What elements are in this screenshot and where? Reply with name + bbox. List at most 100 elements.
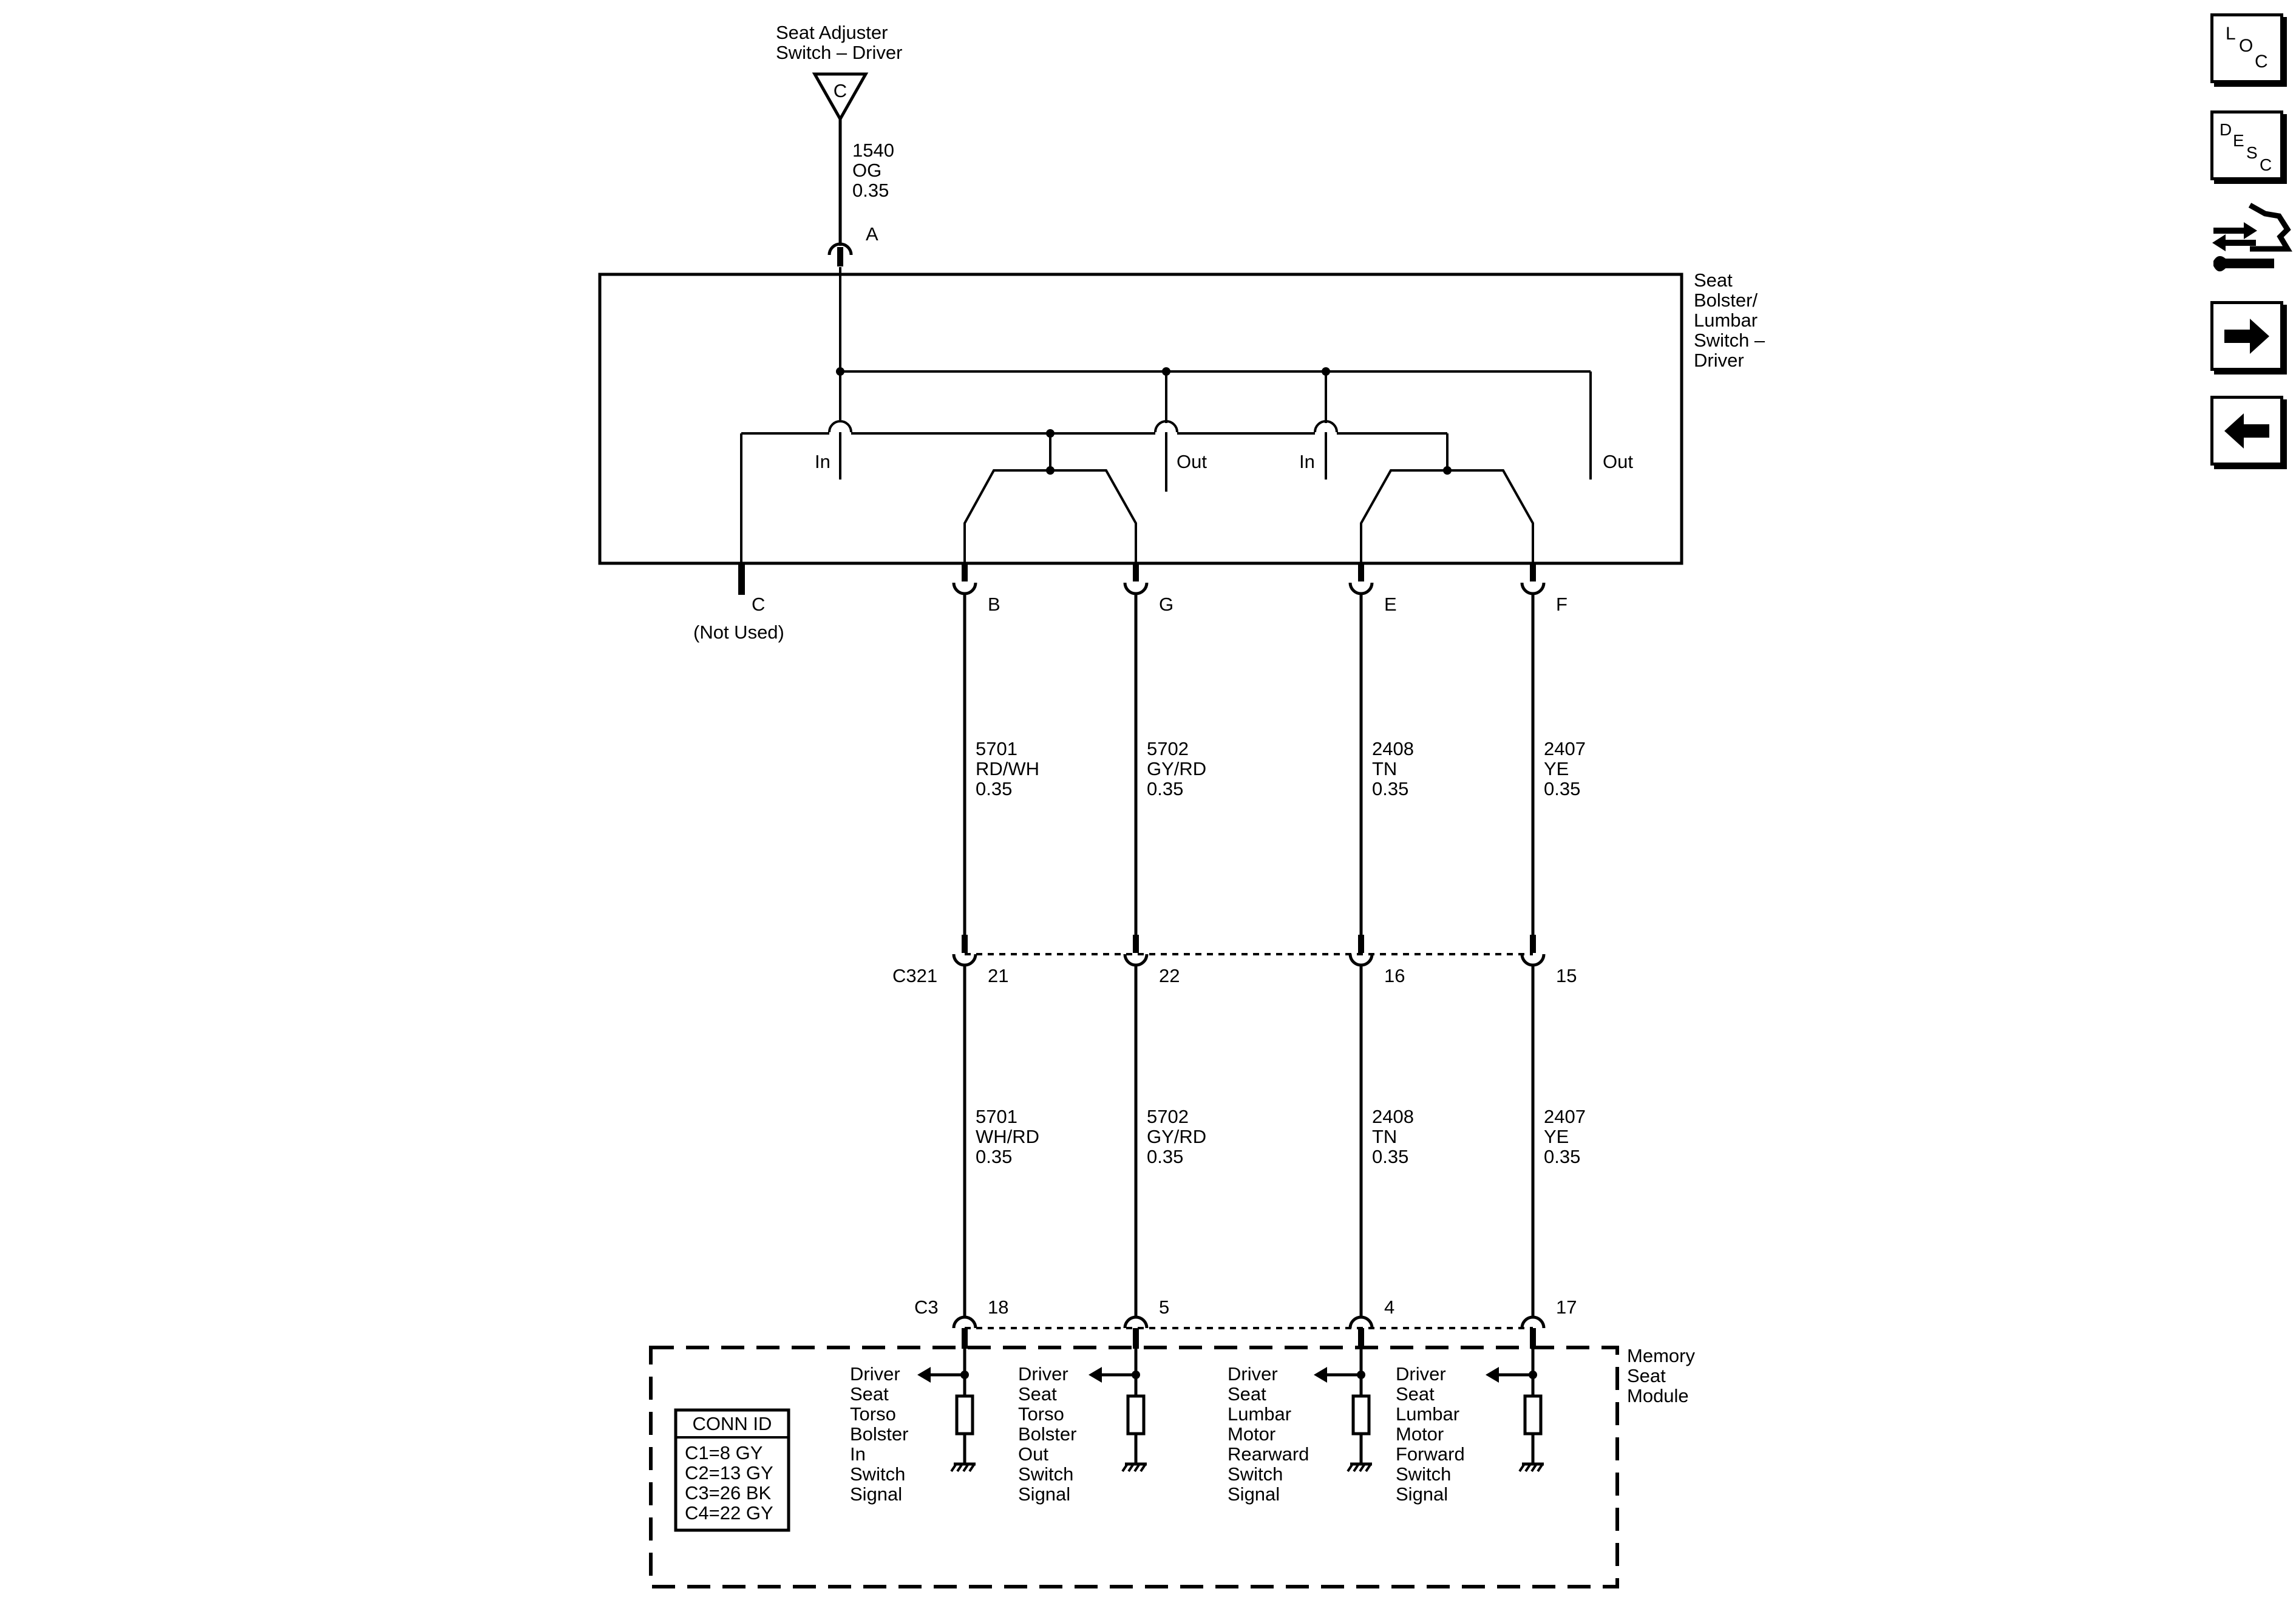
- lower-wire-circuit: 5702: [1147, 1106, 1189, 1127]
- next-button[interactable]: [2210, 301, 2283, 371]
- c3-label: C3: [914, 1297, 939, 1318]
- c321-pin-label: 16: [1384, 965, 1405, 986]
- c321-terminal: [1520, 954, 1546, 967]
- c321-stub: [1133, 935, 1139, 953]
- switch-name-line: Switch –: [1694, 330, 1765, 351]
- pin-a-label: A: [866, 223, 878, 245]
- module-signal-label: Driver: [850, 1363, 900, 1385]
- signal-arrow-icon: [1314, 1367, 1327, 1383]
- feed-wire-gauge: 0.35: [852, 180, 889, 201]
- c321-stub: [962, 935, 968, 953]
- c3-stub: [1358, 1328, 1364, 1349]
- switch-internal-wiring: [740, 267, 1592, 564]
- switch-pin-label: E: [1384, 594, 1397, 615]
- desc-button[interactable]: D E S C: [2210, 110, 2283, 180]
- loc-letter: L: [2226, 24, 2236, 44]
- switch-pin-terminal: [1123, 582, 1149, 595]
- module-name-line: Seat: [1627, 1365, 1666, 1386]
- switch-name-line: Bolster/: [1694, 290, 1758, 311]
- switch-pin-terminal: [952, 582, 977, 595]
- contact-in-2: In: [1299, 451, 1315, 472]
- resistor-icon: [1351, 1394, 1371, 1436]
- switch-name-line: Lumbar: [1694, 310, 1758, 331]
- switch-pin-terminal: [1520, 582, 1546, 595]
- c321-label: C321: [892, 965, 937, 986]
- lower-wire-gauge: 0.35: [976, 1146, 1012, 1167]
- pin-stub: [1358, 563, 1364, 581]
- module-signal-label: Switch: [1228, 1463, 1283, 1485]
- contact-in-1: In: [815, 451, 830, 472]
- module-signal-label: Switch: [1396, 1463, 1451, 1485]
- module-signal-label: Seat: [1396, 1383, 1435, 1405]
- seat-adjuster-label-line1: Seat Adjuster: [776, 22, 888, 43]
- arrow-left-icon: [2224, 413, 2269, 449]
- lower-wire-color: WH/RD: [976, 1126, 1039, 1147]
- ground-hatch: [1537, 1463, 1544, 1473]
- lower-wire-gauge: 0.35: [1147, 1146, 1183, 1167]
- module-signal-label: Bolster: [850, 1423, 908, 1445]
- ground-hatch: [962, 1463, 970, 1473]
- desc-letter: C: [2260, 155, 2272, 174]
- ground-hatch: [1127, 1463, 1135, 1473]
- feed-wire-circuit: 1540: [852, 140, 894, 161]
- c3-stub: [962, 1328, 968, 1349]
- c3-terminal: [1348, 1315, 1374, 1329]
- lower-wire-circuit: 2407: [1544, 1106, 1586, 1127]
- circuits: B5701RD/WH0.35215701WH/RD0.3518DriverSea…: [850, 563, 1586, 1505]
- ground-hatch: [1353, 1463, 1360, 1473]
- module-signal-label: Seat: [850, 1383, 889, 1405]
- c321-stub: [1530, 935, 1536, 953]
- signal-arrow-icon: [1486, 1367, 1499, 1383]
- conn-id-row: C4=22 GY: [685, 1502, 773, 1524]
- connector-end-view-button[interactable]: [2207, 200, 2292, 279]
- switch-pin-label: F: [1556, 594, 1567, 615]
- module-signal-label: Out: [1018, 1443, 1048, 1465]
- c321-stub: [1358, 935, 1364, 953]
- pin-c-label: C: [752, 594, 765, 615]
- module-signal-label: Forward: [1396, 1443, 1465, 1465]
- c321-pin-label: 22: [1159, 965, 1180, 986]
- resistor-icon: [1126, 1394, 1146, 1436]
- upper-wire-gauge: 0.35: [1372, 778, 1408, 799]
- contact-out-1: Out: [1177, 451, 1207, 472]
- upper-wire-circuit: 5701: [976, 738, 1017, 759]
- ground-hatch: [1140, 1463, 1147, 1473]
- memory-seat-module-box: [649, 1346, 1619, 1588]
- resistor-icon: [1523, 1394, 1543, 1436]
- pin-stub: [1530, 563, 1536, 581]
- conn-id-row: C3=26 BK: [685, 1482, 772, 1503]
- ground-hatch: [1133, 1463, 1141, 1473]
- desc-icon: D E S C: [2220, 120, 2272, 174]
- arrow-right-icon: [2224, 319, 2269, 354]
- pin-a-stub: [837, 247, 843, 266]
- lower-wire-color: TN: [1372, 1126, 1397, 1147]
- c321-pin-label: 21: [988, 965, 1008, 986]
- seat-adjuster-label-line2: Switch – Driver: [776, 42, 902, 63]
- switch-name-line: Driver: [1694, 350, 1744, 371]
- module-signal-label: Bolster: [1018, 1423, 1076, 1445]
- upper-wire-gauge: 0.35: [1544, 778, 1580, 799]
- conn-id-table: CONN ID C1=8 GY C2=13 GY C3=26 BK C4=22 …: [674, 1408, 790, 1532]
- loc-button[interactable]: L O C: [2210, 13, 2283, 83]
- ground-hatch: [1518, 1463, 1526, 1473]
- switch-pin-terminal: [1348, 582, 1374, 595]
- ground-hatch: [1524, 1463, 1532, 1473]
- conn-id-row: C2=13 GY: [685, 1462, 773, 1483]
- ground-hatch: [1347, 1463, 1354, 1473]
- prev-button[interactable]: [2210, 396, 2283, 466]
- c321-terminal: [1348, 954, 1374, 967]
- module-signal-label: Torso: [1018, 1403, 1064, 1425]
- upper-wire-gauge: 0.35: [1147, 778, 1183, 799]
- ground-hatch: [1359, 1463, 1366, 1473]
- switch-pin-label: G: [1159, 594, 1173, 615]
- desc-letter: E: [2233, 131, 2244, 150]
- lower-wire-color: YE: [1544, 1126, 1569, 1147]
- ground-hatch: [950, 1463, 957, 1473]
- desc-letter: S: [2246, 143, 2258, 162]
- ground-hatch: [1530, 1463, 1538, 1473]
- module-signal-label: Signal: [1396, 1483, 1448, 1505]
- c3-stub: [1530, 1328, 1536, 1349]
- module-signal-label: Seat: [1228, 1383, 1266, 1405]
- upper-wire-color: GY/RD: [1147, 758, 1206, 779]
- pin-c-not-used: (Not Used): [693, 622, 784, 643]
